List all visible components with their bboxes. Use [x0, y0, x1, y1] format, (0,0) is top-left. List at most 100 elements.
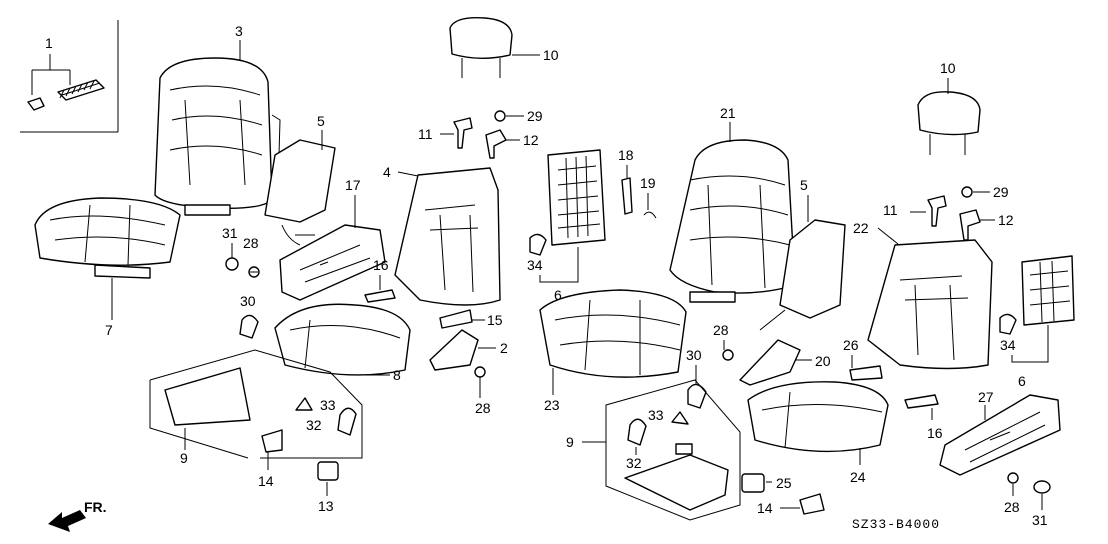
part-5 [264, 139, 336, 246]
callout-5: 5 [317, 113, 325, 129]
callout-5-b: 5 [800, 177, 808, 193]
callout-12-b: 12 [998, 212, 1014, 228]
part-30-clip-b [687, 383, 707, 409]
callout-27: 27 [978, 389, 994, 405]
part-31-b [1033, 480, 1051, 494]
seat-back-3 [154, 57, 281, 216]
callout-1: 1 [45, 35, 53, 51]
part-25-cap [741, 473, 765, 493]
part-28-screw-b [474, 366, 486, 398]
part-30-clip [239, 314, 259, 339]
part-33 [295, 397, 313, 411]
callout-6-b: 6 [1018, 373, 1026, 389]
headrest-10 [449, 17, 513, 78]
part-14-b [799, 493, 825, 515]
part-16 [364, 289, 396, 303]
callout-34-b: 34 [1000, 337, 1016, 353]
part-15 [439, 309, 473, 329]
group-9-frame [149, 349, 363, 459]
part-34-clip [529, 233, 547, 256]
connector [675, 443, 693, 455]
callout-8: 8 [393, 367, 401, 383]
callout-29-b: 29 [993, 184, 1009, 200]
callout-17: 17 [345, 177, 361, 193]
mat-9b [624, 454, 729, 511]
part-28-screw-c [722, 349, 734, 361]
callout-32: 32 [306, 417, 322, 433]
callout-16: 16 [373, 257, 389, 273]
part-18 [621, 177, 633, 215]
part-5-right [759, 219, 846, 331]
part-20-bracket [739, 339, 801, 386]
part-19 [643, 211, 657, 219]
part-29-screw [494, 110, 506, 122]
group-9b-frame [605, 379, 741, 521]
callout-29: 29 [527, 108, 543, 124]
callout-19: 19 [640, 175, 656, 191]
part-16-b [904, 394, 939, 409]
callout-10-b: 10 [940, 60, 956, 76]
part-11-b [927, 195, 947, 227]
seat-back-panel-34-right [1021, 255, 1075, 326]
part-11 [453, 117, 473, 149]
callout-13: 13 [318, 498, 334, 514]
callout-2: 2 [500, 340, 508, 356]
part-29-screw-b [961, 186, 973, 198]
callout-31: 31 [222, 225, 238, 241]
callout-16-b: 16 [927, 425, 943, 441]
callout-34: 34 [527, 257, 543, 273]
part-14 [261, 429, 283, 453]
callout-30-b: 30 [686, 347, 702, 363]
callout-10: 10 [543, 47, 559, 63]
part-27-seat-track [939, 394, 1061, 476]
callout-20: 20 [815, 353, 831, 369]
part-1-frame [20, 20, 119, 133]
seat-cushion-7 [34, 197, 181, 279]
part-17-seat-track [279, 224, 386, 301]
part-33-b [671, 411, 689, 425]
callout-18: 18 [618, 147, 634, 163]
callout-9-b: 9 [566, 434, 574, 450]
callout-25: 25 [776, 475, 792, 491]
front-direction-arrow [48, 510, 86, 532]
seat-cushion-8 [274, 303, 411, 376]
callout-28-b: 28 [475, 400, 491, 416]
part-13-cap [317, 461, 339, 481]
part-12-b [959, 209, 981, 241]
callout-14-b: 14 [757, 500, 773, 516]
callout-11-b: 11 [883, 202, 898, 218]
callout-31-b: 31 [1032, 512, 1048, 528]
mat-9 [164, 367, 251, 426]
part-12 [485, 129, 507, 159]
callout-26: 26 [843, 337, 859, 353]
part-32-clip [337, 407, 357, 436]
seat-back-22 [867, 239, 993, 370]
callout-28: 28 [243, 235, 259, 251]
seat-back-panel-34-left [547, 149, 606, 246]
part-34-clip-b [999, 313, 1017, 335]
seat-cushion-24 [747, 381, 889, 453]
callout-30: 30 [240, 293, 256, 309]
callout-9: 9 [180, 450, 188, 466]
part-28-screw-d [1007, 472, 1019, 484]
callout-7: 7 [105, 322, 113, 338]
part-28-screw [248, 266, 260, 278]
callout-22: 22 [853, 220, 869, 236]
part-2-bracket [429, 329, 479, 371]
callout-14: 14 [258, 473, 274, 489]
seat-back-21 [669, 139, 796, 303]
seat-back-4 [394, 167, 501, 306]
part-32-clip-b [627, 418, 647, 446]
callout-4: 4 [383, 164, 391, 180]
callout-32-b: 32 [626, 455, 642, 471]
diagram-code: SZ33-B4000 [852, 517, 940, 532]
part-26 [849, 365, 883, 381]
callout-21: 21 [720, 105, 736, 121]
callout-24: 24 [850, 469, 866, 485]
callout-28-d: 28 [1004, 499, 1020, 515]
callout-28-c: 28 [713, 322, 729, 338]
front-direction-label: FR. [84, 499, 107, 515]
callout-33: 33 [320, 397, 336, 413]
callout-6: 6 [554, 287, 562, 303]
